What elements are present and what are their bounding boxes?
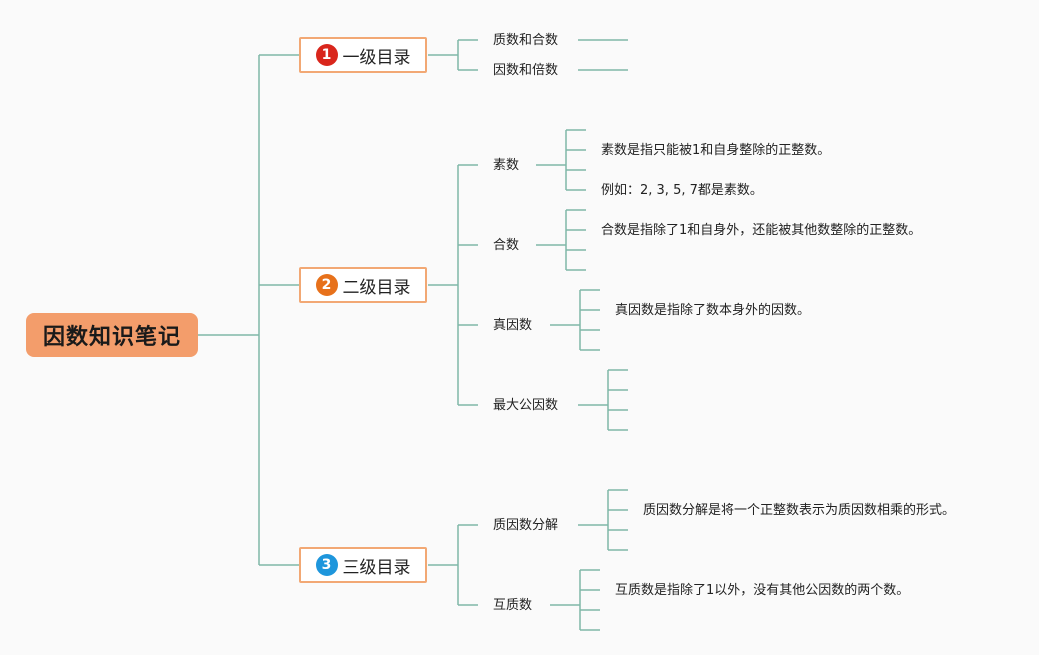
note-coprime-definition: 互质数是指除了1以外，没有其他公因数的两个数。 (615, 583, 910, 598)
branch-level-3-label: 三级目录 (342, 557, 411, 578)
topic-coprime[interactable]: 互质数 (493, 598, 533, 613)
topic-factors-and-multiples[interactable]: 因数和倍数 (493, 63, 559, 78)
number-2-badge-icon: 2 (315, 274, 338, 296)
branch-level-1-label: 一级目录 (342, 47, 411, 68)
note-prime-example: 例如：2, 3, 5, 7都是素数。 (601, 183, 763, 198)
topic-proper-divisor[interactable]: 真因数 (493, 318, 533, 333)
branch-level-2[interactable]: 2 二级目录 (299, 267, 427, 303)
number-1-badge-icon: 1 (315, 44, 338, 66)
branch-level-2-label: 二级目录 (342, 277, 411, 298)
topic-gcd[interactable]: 最大公因数 (493, 398, 559, 413)
topic-prime[interactable]: 素数 (493, 158, 520, 173)
topic-prime-and-composite[interactable]: 质数和合数 (493, 33, 559, 48)
note-factorization-definition: 质因数分解是将一个正整数表示为质因数相乘的形式。 (643, 503, 956, 518)
note-prime-definition: 素数是指只能被1和自身整除的正整数。 (601, 143, 831, 158)
root-topic-label: 因数知识笔记 (42, 325, 181, 350)
root-topic[interactable]: 因数知识笔记 (26, 313, 198, 357)
topic-composite[interactable]: 合数 (493, 238, 520, 253)
branch-level-1[interactable]: 1 一级目录 (299, 37, 427, 73)
note-proper-divisor-definition: 真因数是指除了数本身外的因数。 (615, 303, 811, 318)
number-3-badge-icon: 3 (315, 554, 338, 576)
note-composite-definition: 合数是指除了1和自身外，还能被其他数整除的正整数。 (601, 223, 922, 238)
topic-prime-factorization[interactable]: 质因数分解 (493, 518, 559, 533)
branch-level-3[interactable]: 3 三级目录 (299, 547, 427, 583)
